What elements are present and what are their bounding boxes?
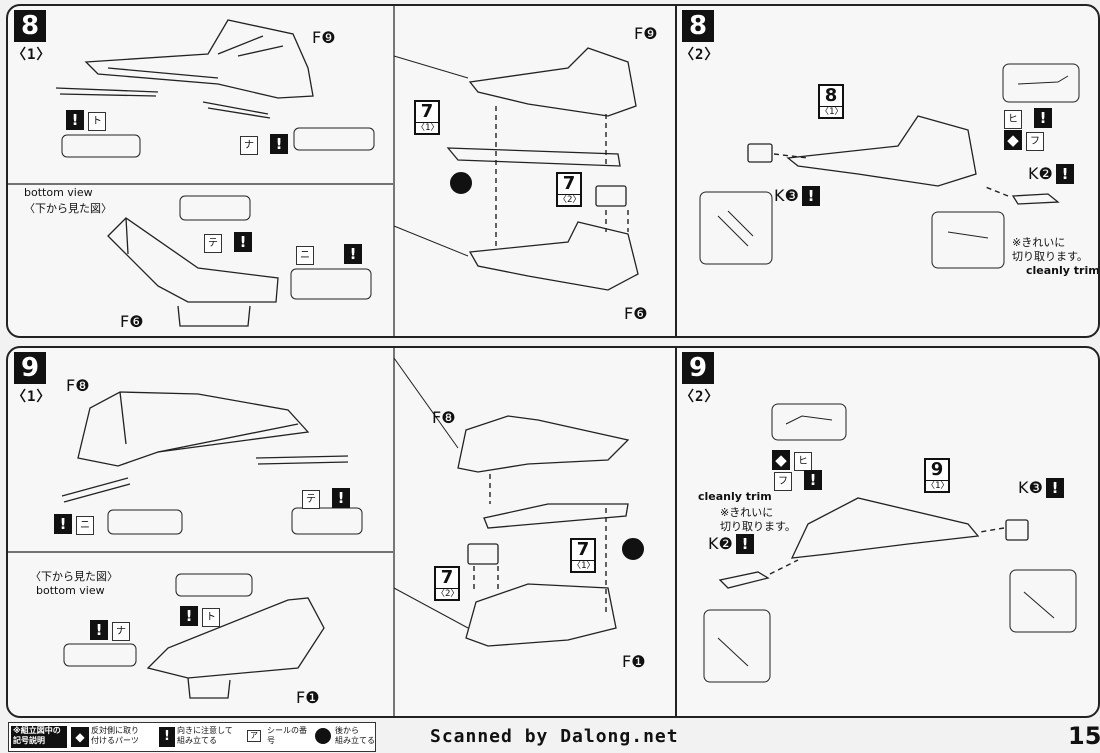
part-label-f6: F❻ <box>120 312 144 331</box>
sticker-label: ヒ <box>1004 110 1022 129</box>
warning-icon: ! <box>332 488 350 508</box>
attach-later-icon <box>315 728 331 744</box>
sticker-label: ヒ <box>794 452 812 471</box>
sticker-label: ト <box>202 608 220 627</box>
trim-note-jp: 切り取ります。 <box>1012 250 1088 263</box>
step-ref-9-1: 9 〈1〉 <box>924 458 950 493</box>
sticker-label: フ <box>1026 132 1044 151</box>
warning-icon: ! <box>344 244 362 264</box>
warning-icon: ! <box>180 606 198 626</box>
symbol-legend: ※組立図中の 記号説明 ◆ 反対側に取り 付けるパーツ ! 向きに注意して 組み… <box>8 722 376 752</box>
warning-icon: ! <box>90 620 108 640</box>
warning-icon: ! <box>234 232 252 252</box>
ref-number: 7 <box>440 567 454 588</box>
ref-number: 7 <box>562 173 576 194</box>
ref-sub: 〈2〉 <box>558 194 582 205</box>
sticker-label: フ <box>774 472 792 491</box>
step-9-panel: 9 〈1〉 F❽ テ ! ! ニ 〈下から見た図〉 bottom view ! … <box>6 346 1100 718</box>
step-ref-7-1: 7 〈1〉 <box>414 100 440 135</box>
legend-title: 記号説明 <box>13 736 45 745</box>
part-label-k3: K❸ <box>1018 478 1043 497</box>
step-9-drawing <box>8 348 1077 716</box>
warning-icon: ! <box>270 134 288 154</box>
legend-title: ※組立図中の <box>13 726 61 735</box>
warning-icon: ! <box>66 110 84 130</box>
sticker-label: ト <box>88 112 106 131</box>
scan-credit: Scanned by Dalong.net <box>430 726 679 747</box>
warning-icon: ! <box>54 514 72 534</box>
ref-number: 9 <box>930 459 944 480</box>
warning-icon: ! <box>804 470 822 490</box>
step-8-number: 8 <box>682 10 714 42</box>
warning-icon: ! <box>159 727 175 747</box>
mirror-part-icon: ◆ <box>71 727 89 747</box>
ref-number: 8 <box>824 85 838 106</box>
bottom-view-label-jp: 〈下から見た図〉 <box>24 202 112 215</box>
step-9-substep-2: 〈2〉 <box>680 389 720 405</box>
ref-sub: 〈1〉 <box>820 106 844 117</box>
sticker-label: テ <box>204 234 222 253</box>
legend-sticker-tag: ア <box>247 730 261 742</box>
step-ref-7-2: 7 〈2〉 <box>434 566 460 601</box>
part-label-f8: F❽ <box>66 376 90 395</box>
attach-later-icon <box>450 172 472 194</box>
legend-item: 向きに注意して <box>177 726 233 735</box>
mirror-part-icon: ◆ <box>1004 130 1022 150</box>
ref-sub: 〈1〉 <box>416 122 440 133</box>
attach-later-icon <box>622 538 644 560</box>
step-8-substep-2: 〈2〉 <box>680 47 720 63</box>
step-9-substep-1: 〈1〉 <box>12 389 52 405</box>
warning-icon: ! <box>736 534 754 554</box>
step-8-drawing <box>8 6 1080 336</box>
step-ref-7-1: 7 〈1〉 <box>570 538 596 573</box>
sticker-label: テ <box>302 490 320 509</box>
bottom-view-label-jp: 〈下から見た図〉 <box>30 570 118 583</box>
trim-note-jp: ※きれいに <box>1012 236 1066 249</box>
step-ref-7-2: 7 〈2〉 <box>556 172 582 207</box>
part-label-f1: F❶ <box>622 652 646 671</box>
ref-sub: 〈2〉 <box>436 588 460 599</box>
warning-icon: ! <box>1034 108 1052 128</box>
sticker-label: ニ <box>76 516 94 535</box>
bottom-view-label: bottom view <box>24 186 93 199</box>
step-8-substep-1: 〈1〉 <box>12 47 52 63</box>
step-9-number: 9 <box>682 352 714 384</box>
legend-item: 付けるパーツ <box>91 736 139 745</box>
part-label-f9: F❾ <box>312 28 336 47</box>
part-label-f6: F❻ <box>624 304 648 323</box>
ref-sub: 〈1〉 <box>926 480 950 491</box>
part-label-k2: K❷ <box>1028 164 1053 183</box>
trim-note-jp: ※きれいに <box>720 506 774 519</box>
part-label-k2: K❷ <box>708 534 733 553</box>
step-8-number: 8 <box>14 10 46 42</box>
part-label-k3: K❸ <box>774 186 799 205</box>
sticker-label: ナ <box>112 622 130 641</box>
part-label-f8: F❽ <box>432 408 456 427</box>
sticker-label: ニ <box>296 246 314 265</box>
ref-number: 7 <box>420 101 434 122</box>
legend-item: シールの番号 <box>267 726 307 745</box>
trim-note-jp: 切り取ります。 <box>720 520 796 533</box>
part-label-f1: F❶ <box>296 688 320 707</box>
warning-icon: ! <box>1046 478 1064 498</box>
page-number: 15 <box>1068 722 1100 750</box>
trim-note-en: cleanly trim <box>698 490 772 503</box>
part-label-f9: F❾ <box>634 24 658 43</box>
sticker-label: ナ <box>240 136 258 155</box>
bottom-view-label: bottom view <box>36 584 105 597</box>
legend-item: 組み立てる <box>335 736 375 745</box>
mirror-part-icon: ◆ <box>772 450 790 470</box>
ref-sub: 〈1〉 <box>572 560 596 571</box>
legend-item: 組み立てる <box>177 736 217 745</box>
page-footer: ※組立図中の 記号説明 ◆ 反対側に取り 付けるパーツ ! 向きに注意して 組み… <box>0 718 1100 753</box>
legend-item: 後から <box>335 726 359 735</box>
ref-number: 7 <box>576 539 590 560</box>
warning-icon: ! <box>1056 164 1074 184</box>
step-9-number: 9 <box>14 352 46 384</box>
step-ref-8-1: 8 〈1〉 <box>818 84 844 119</box>
step-8-panel: 8 〈1〉 F❾ ! ト ナ ! bottom view 〈下から見た図〉 テ … <box>6 4 1100 338</box>
legend-item: 反対側に取り <box>91 726 139 735</box>
warning-icon: ! <box>802 186 820 206</box>
trim-note-en: cleanly trim <box>1026 264 1100 277</box>
